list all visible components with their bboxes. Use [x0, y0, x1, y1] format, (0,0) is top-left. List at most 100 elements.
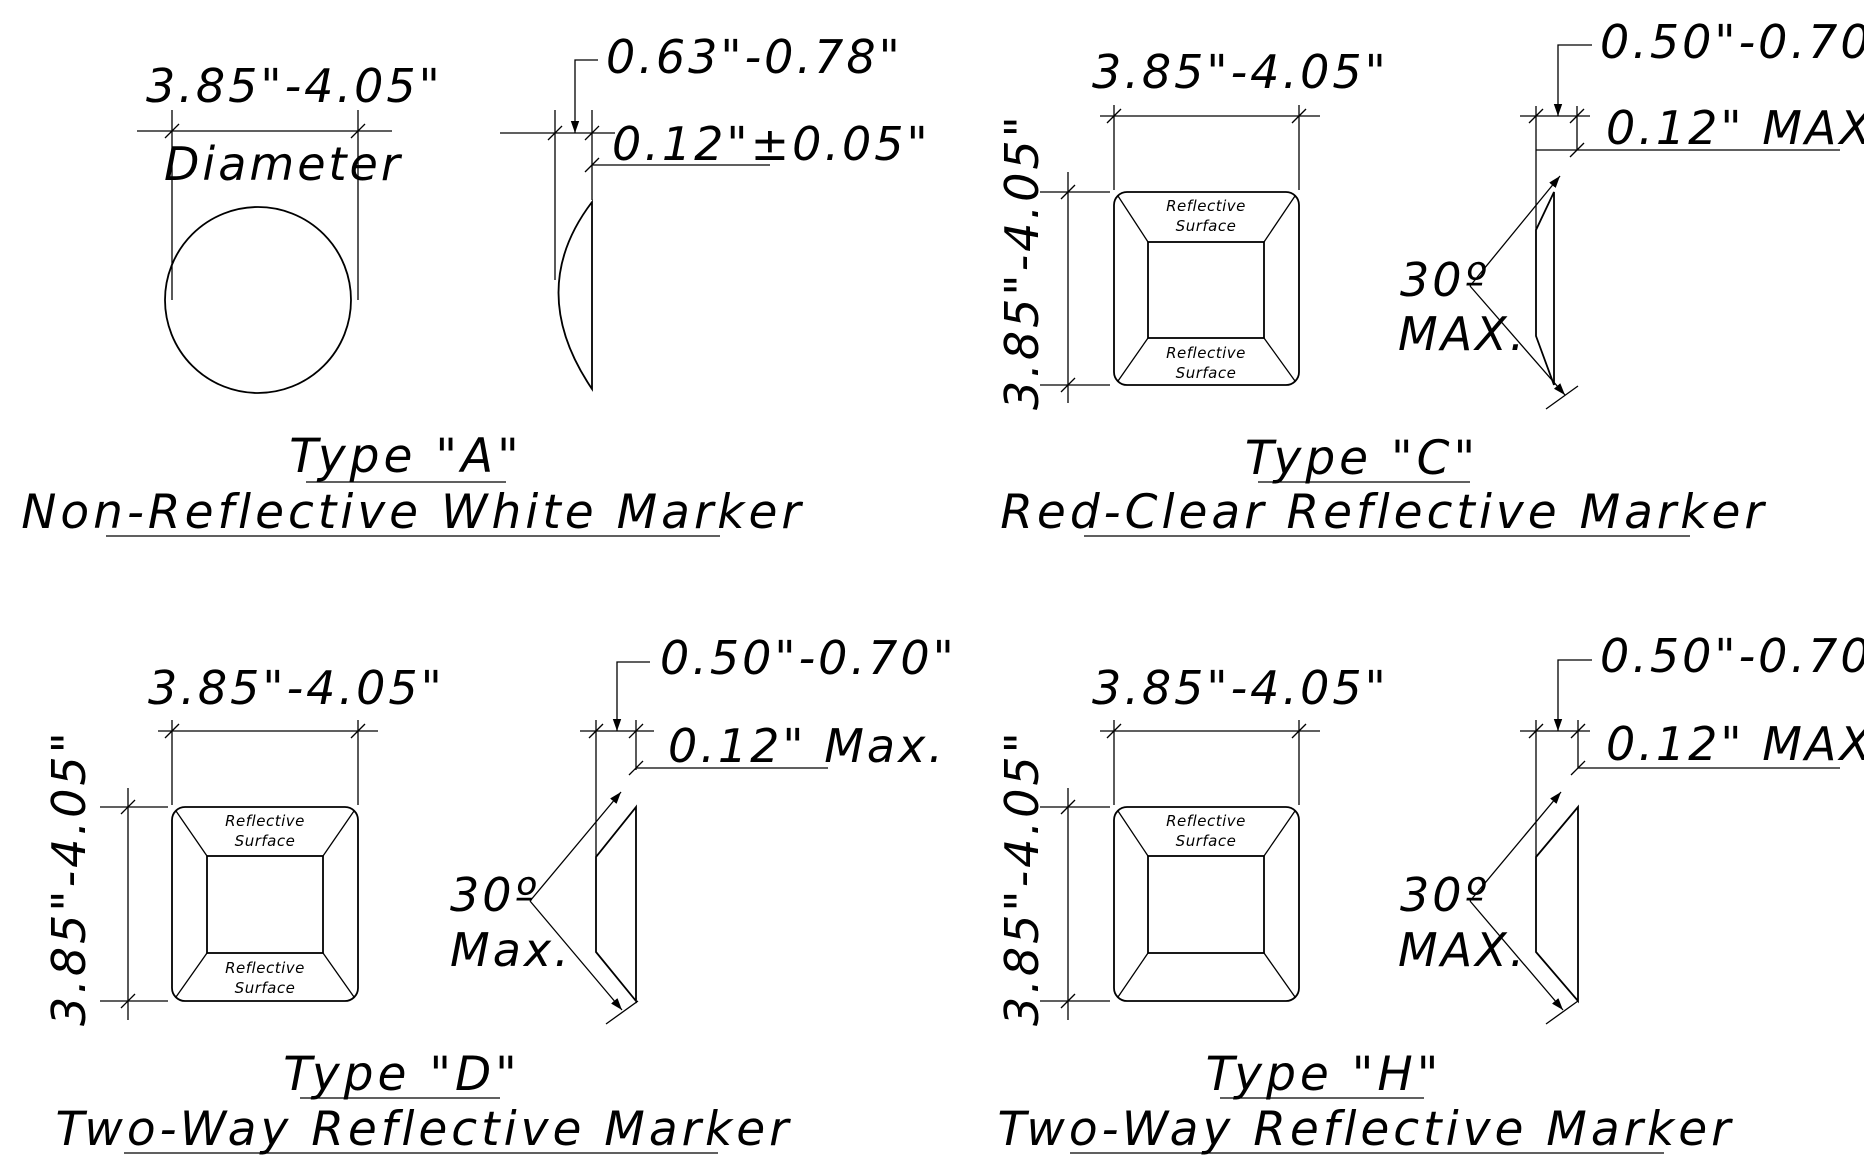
type-c-title: Type "C": [1245, 431, 1479, 486]
angle-value: 30º: [1400, 868, 1489, 922]
dimension-tick: [628, 723, 644, 739]
dimension-tick: [628, 760, 644, 776]
reflective-surface-label-bottom: Reflective: [225, 959, 305, 977]
marker-outline-circle: [164, 206, 352, 394]
length-dimension-text: 3.85"-4.05": [42, 729, 96, 1026]
type-c-caption: Type "C" Red-Clear Reflective Marker: [1000, 431, 1767, 540]
reflective-surface-label-top-2: Surface: [1176, 217, 1237, 235]
height-dimension-text: 0.50"-0.70": [660, 631, 957, 685]
angle-arrow-lower: [1469, 900, 1564, 1011]
bevel-edge: [1117, 195, 1149, 243]
type-d-caption: Type "D" Two-Way Reflective Marker: [56, 1047, 793, 1157]
marker-inner-face: [1147, 241, 1265, 339]
reflective-surface-label-top-2: Surface: [1176, 832, 1237, 850]
bevel-edge: [1117, 952, 1149, 998]
dome-profile: [557, 199, 593, 392]
height-leader-arrow: [1553, 659, 1592, 731]
type-h-caption: Type "H" Two-Way Reflective Marker: [998, 1047, 1735, 1157]
bevel-edge: [175, 810, 208, 857]
dimension-tick: [120, 799, 136, 815]
type-h-title: Type "H": [1206, 1047, 1443, 1102]
height-leader-arrow: [612, 661, 650, 731]
type-a-caption: Type "A" Non-Reflective White Marker: [21, 429, 805, 540]
angle-arrow-tick: [1545, 385, 1579, 410]
dimension-tick: [120, 993, 136, 1009]
dimension-tick: [584, 125, 600, 141]
width-dimension-text: 3.85"-4.05": [1092, 45, 1389, 99]
marker-outer-outline: [1113, 806, 1300, 1002]
base-thickness-text: 0.12" MAX.: [1606, 101, 1864, 155]
dimension-tick: [584, 157, 600, 173]
type-h-plan-view: Reflective Surface 3.85"-4.05" 3.85"-4.0…: [995, 661, 1386, 1026]
type-h-panel: Reflective Surface 3.85"-4.05" 3.85"-4.0…: [995, 629, 1864, 1157]
dimension-tick: [1060, 799, 1076, 815]
marker-inner-face: [206, 855, 324, 954]
dimension-tick: [1528, 723, 1544, 739]
type-a-plan-view: 3.85"-4.05" Diameter: [137, 59, 443, 394]
marker-outer-outline: [171, 806, 359, 1002]
reflective-surface-label-bottom: Reflective: [1166, 344, 1246, 362]
height-dimension-text: 0.63"-0.78": [606, 30, 903, 84]
marker-profile: [1535, 804, 1579, 1004]
type-a-subtitle: Non-Reflective White Marker: [21, 485, 805, 540]
bevel-edge: [1263, 337, 1296, 382]
bevel-edge: [175, 952, 208, 998]
type-c-subtitle: Red-Clear Reflective Marker: [1000, 485, 1767, 540]
reflective-surface-label-top: Reflective: [1166, 812, 1246, 830]
base-thickness-text: 0.12" Max.: [668, 719, 946, 773]
dimension-tick: [350, 723, 366, 739]
bevel-edge: [1263, 952, 1296, 998]
type-c-panel: Reflective Surface Reflective Surface 3.…: [995, 15, 1864, 540]
type-h-profile-view: 0.50"-0.70" 0.12" MAX. 30º MAX.: [1398, 629, 1864, 1025]
dimension-tick: [1570, 723, 1586, 739]
base-thickness-text: 0.12" MAX.: [1606, 717, 1864, 771]
dimension-tick: [1569, 108, 1585, 124]
type-h-subtitle: Two-Way Reflective Marker: [998, 1102, 1735, 1157]
dimension-tick: [1060, 184, 1076, 200]
type-a-profile-view: 0.63"-0.78" 0.12"±0.05": [500, 30, 931, 392]
type-a-title: Type "A": [289, 429, 523, 484]
type-d-title: Type "D": [283, 1047, 521, 1102]
diameter-label: Diameter: [164, 137, 403, 191]
dimension-tick: [1570, 760, 1586, 776]
angle-arrow-lower: [1469, 285, 1566, 396]
reflective-surface-label-bottom-2: Surface: [1176, 364, 1237, 382]
base-thickness-text: 0.12"±0.05": [612, 117, 931, 171]
bevel-edge: [1117, 810, 1149, 857]
type-a-panel: 3.85"-4.05" Diameter 0.63"-0.78" 0.12"±0…: [21, 30, 931, 540]
dimension-tick: [1106, 723, 1122, 739]
type-c-profile-view: 0.50"-0.70" 0.12" MAX. 30º MAX.: [1398, 15, 1864, 410]
dimension-tick: [1528, 108, 1544, 124]
bevel-edge: [1263, 195, 1296, 243]
type-d-subtitle: Two-Way Reflective Marker: [56, 1102, 793, 1157]
height-leader-arrow: [1553, 44, 1592, 116]
angle-value: 30º: [1400, 253, 1489, 307]
type-d-plan-view: Reflective Surface Reflective Surface 3.…: [42, 661, 442, 1026]
marker-profile: [1535, 191, 1555, 386]
dimension-tick: [164, 723, 180, 739]
reflective-surface-label-bottom-2: Surface: [235, 979, 296, 997]
marker-outer-outline: [1113, 191, 1300, 386]
height-dimension-text: 0.50"-0.70": [1600, 15, 1864, 69]
reflective-surface-label-top-2: Surface: [235, 832, 296, 850]
angle-arrow-lower: [529, 900, 623, 1011]
reflective-surface-label-top: Reflective: [1166, 197, 1246, 215]
angle-arrow-tick: [1545, 1000, 1579, 1025]
bevel-edge: [1117, 337, 1149, 382]
dimension-tick: [350, 123, 366, 139]
marker-profile: [595, 804, 637, 1004]
dimension-tick: [1060, 377, 1076, 393]
dimension-tick: [547, 125, 563, 141]
dimension-tick: [1291, 108, 1307, 124]
dimension-tick: [1569, 142, 1585, 158]
type-d-panel: Reflective Surface Reflective Surface 3.…: [42, 631, 957, 1157]
angle-arrow-tick: [605, 1000, 639, 1025]
bevel-edge: [322, 952, 355, 998]
bevel-edge: [1263, 810, 1296, 857]
type-c-plan-view: Reflective Surface Reflective Surface 3.…: [995, 45, 1389, 410]
dimension-tick: [1291, 723, 1307, 739]
angle-arrow-upper: [1469, 175, 1561, 287]
width-dimension-text: 3.85"-4.05": [146, 59, 443, 113]
angle-note: MAX.: [1398, 307, 1527, 361]
